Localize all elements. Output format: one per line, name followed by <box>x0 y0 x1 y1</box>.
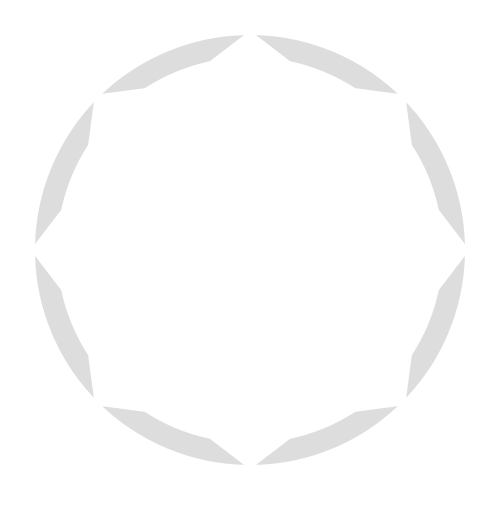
ring-segment <box>35 102 94 244</box>
ring-segment <box>102 406 244 465</box>
ring-segment <box>406 256 465 398</box>
ring-segment <box>406 102 465 244</box>
ring-segment <box>256 406 398 465</box>
ring-segment <box>256 35 398 94</box>
ring-segment <box>35 256 94 398</box>
ring-segment <box>102 35 244 94</box>
ring-segments-group <box>35 35 465 465</box>
